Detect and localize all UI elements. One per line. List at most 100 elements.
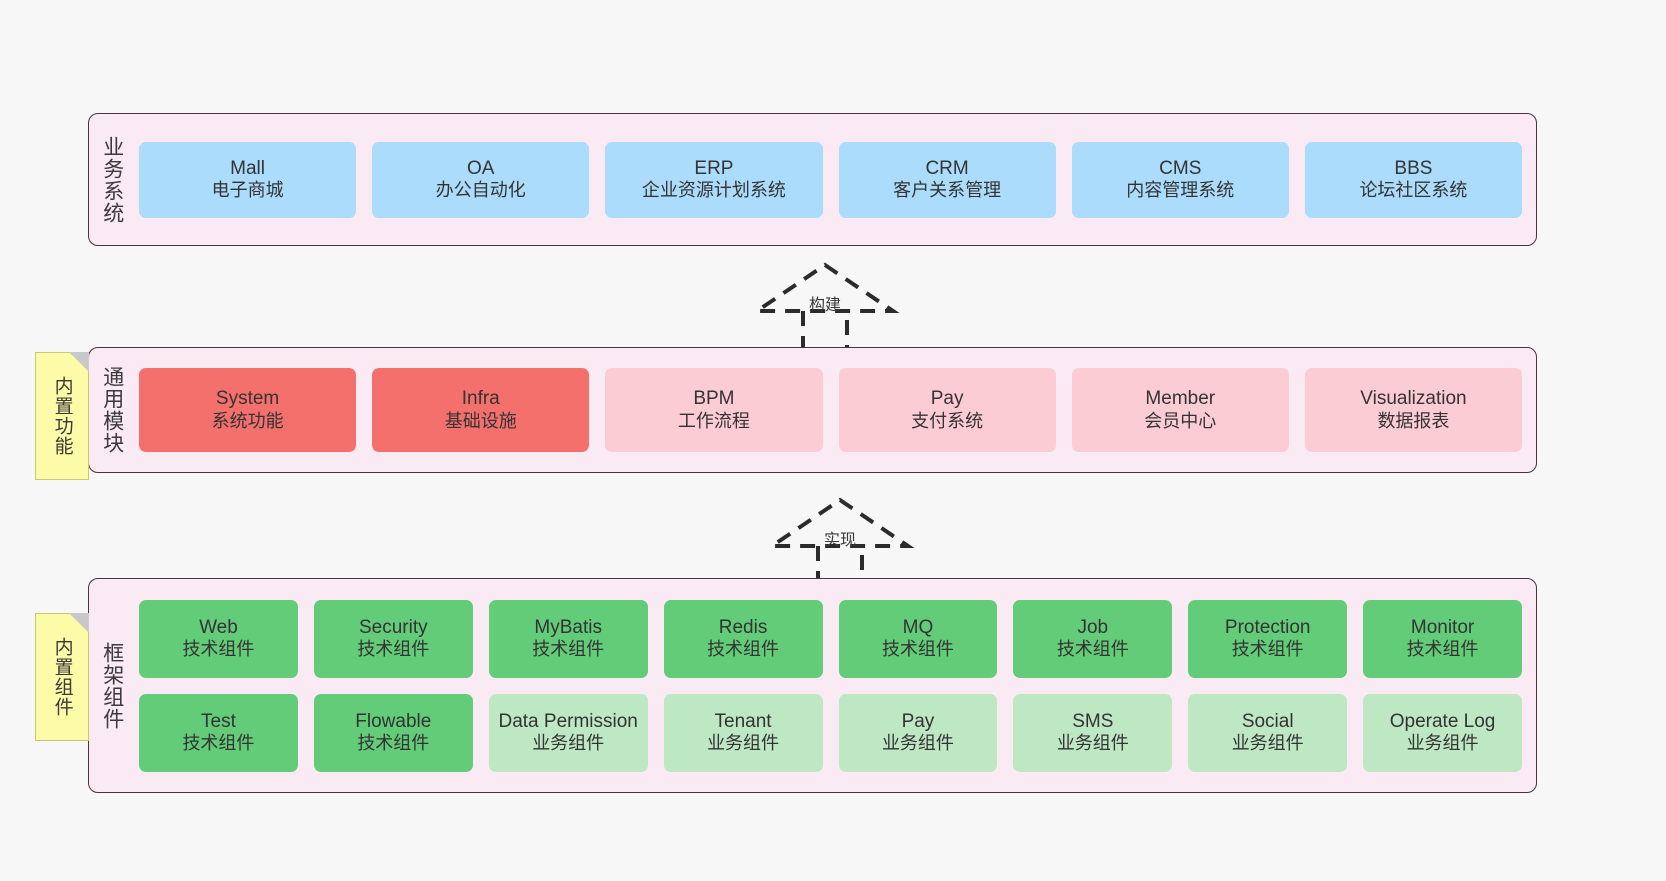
- framework-tech-row: Web 技术组件 Security 技术组件 MyBatis 技术组件 Redi…: [139, 599, 1522, 678]
- node-title: Tenant: [714, 710, 772, 732]
- node-subtitle: 技术组件: [182, 639, 255, 660]
- note-label: 内置功能: [51, 376, 73, 456]
- node-title: Pay: [901, 710, 935, 732]
- node-crm[interactable]: CRM 客户关系管理: [838, 141, 1056, 218]
- note-built-in-features: 内置功能: [35, 352, 89, 480]
- node-subtitle: 技术组件: [357, 733, 430, 754]
- node-mall[interactable]: Mall 电子商城: [139, 141, 357, 218]
- node-flowable[interactable]: Flowable 技术组件: [313, 693, 473, 772]
- node-oa[interactable]: OA 办公自动化: [372, 141, 590, 218]
- node-title: ERP: [694, 157, 734, 179]
- node-web[interactable]: Web 技术组件: [139, 599, 298, 678]
- node-title: Job: [1077, 616, 1109, 638]
- framework-biz-row: Test 技术组件 Flowable 技术组件 Data Permission …: [139, 693, 1522, 772]
- note-fold-corner-icon: [69, 613, 89, 633]
- node-subtitle: 支付系统: [911, 410, 984, 431]
- node-subtitle: 工作流程: [677, 410, 750, 431]
- node-title: Redis: [718, 616, 768, 638]
- layer-modules-title: 通用模块: [100, 366, 124, 454]
- node-subtitle: 技术组件: [1406, 639, 1479, 660]
- node-title: Member: [1145, 388, 1216, 410]
- node-title: SMS: [1072, 710, 1114, 732]
- node-title: MyBatis: [534, 616, 602, 638]
- node-title: Test: [201, 710, 236, 732]
- node-pay-component[interactable]: Pay 业务组件: [838, 693, 998, 772]
- layer-common-modules: 通用模块 System 系统功能 Infra 基础设施 BPM 工作流程 Pay…: [88, 347, 1537, 473]
- node-subtitle: 办公自动化: [435, 180, 526, 201]
- node-title: OA: [467, 157, 495, 179]
- node-title: Web: [199, 616, 238, 638]
- node-erp[interactable]: ERP 企业资源计划系统: [605, 141, 823, 218]
- node-title: Operate Log: [1389, 710, 1496, 732]
- node-title: CRM: [925, 157, 969, 179]
- note-label: 内置组件: [51, 637, 73, 717]
- layer-framework-body: Web 技术组件 Security 技术组件 MyBatis 技术组件 Redi…: [135, 579, 1536, 792]
- node-subtitle: 论坛社区系统: [1359, 180, 1468, 201]
- relation-build: 构建: [735, 253, 915, 353]
- node-visualization[interactable]: Visualization 数据报表: [1304, 368, 1523, 452]
- node-subtitle: 业务组件: [532, 733, 605, 754]
- node-title: BPM: [693, 388, 735, 410]
- node-title: Visualization: [1360, 388, 1467, 410]
- node-subtitle: 业务组件: [881, 733, 954, 754]
- relation-implement-label: 实现: [823, 532, 856, 549]
- node-mq[interactable]: MQ 技术组件: [838, 599, 998, 678]
- modules-row: System 系统功能 Infra 基础设施 BPM 工作流程 Pay 支付系统…: [139, 368, 1523, 452]
- note-fold-corner-icon: [69, 352, 89, 372]
- node-test[interactable]: Test 技术组件: [139, 693, 298, 772]
- node-bbs[interactable]: BBS 论坛社区系统: [1304, 141, 1523, 218]
- node-subtitle: 业务组件: [1231, 733, 1304, 754]
- node-pay-module[interactable]: Pay 支付系统: [838, 368, 1056, 452]
- node-subtitle: 数据报表: [1377, 410, 1450, 431]
- node-redis[interactable]: Redis 技术组件: [663, 599, 823, 678]
- layer-business-body: Mall 电子商城 OA 办公自动化 ERP 企业资源计划系统 CRM 客户关系…: [135, 114, 1536, 245]
- node-system[interactable]: System 系统功能: [139, 368, 357, 452]
- layer-business-title: 业务系统: [100, 135, 124, 224]
- node-subtitle: 基础设施: [444, 410, 517, 431]
- node-job[interactable]: Job 技术组件: [1013, 599, 1173, 678]
- node-monitor[interactable]: Monitor 技术组件: [1363, 599, 1522, 678]
- node-subtitle: 技术组件: [532, 639, 605, 660]
- node-sms[interactable]: SMS 业务组件: [1013, 693, 1173, 772]
- node-cms[interactable]: CMS 内容管理系统: [1071, 141, 1289, 218]
- node-bpm[interactable]: BPM 工作流程: [605, 368, 823, 452]
- node-subtitle: 会员中心: [1144, 410, 1217, 431]
- node-security[interactable]: Security 技术组件: [313, 599, 473, 678]
- node-title: Protection: [1224, 616, 1311, 638]
- node-subtitle: 技术组件: [1231, 639, 1304, 660]
- layer-framework-components: 框架组件 Web 技术组件 Security 技术组件 MyBatis 技术组件…: [88, 578, 1537, 793]
- node-protection[interactable]: Protection 技术组件: [1188, 599, 1348, 678]
- note-built-in-components: 内置组件: [35, 613, 89, 741]
- node-title: Infra: [461, 388, 500, 410]
- node-tenant[interactable]: Tenant 业务组件: [663, 693, 823, 772]
- node-subtitle: 内容管理系统: [1126, 180, 1235, 201]
- node-data-permission[interactable]: Data Permission 业务组件: [488, 693, 648, 772]
- node-subtitle: 电子商城: [211, 180, 284, 201]
- node-subtitle: 业务组件: [1056, 733, 1129, 754]
- node-operate-log[interactable]: Operate Log 业务组件: [1363, 693, 1522, 772]
- node-title: MQ: [902, 616, 934, 638]
- node-title: Data Permission: [498, 710, 638, 732]
- layer-framework-title: 框架组件: [100, 641, 124, 730]
- layer-modules-body: System 系统功能 Infra 基础设施 BPM 工作流程 Pay 支付系统…: [135, 348, 1536, 472]
- node-title: Security: [358, 616, 428, 638]
- business-row: Mall 电子商城 OA 办公自动化 ERP 企业资源计划系统 CRM 客户关系…: [139, 141, 1523, 218]
- node-mybatis[interactable]: MyBatis 技术组件: [488, 599, 648, 678]
- node-infra[interactable]: Infra 基础设施: [372, 368, 590, 452]
- node-title: Flowable: [355, 710, 432, 732]
- node-title: Monitor: [1410, 616, 1475, 638]
- node-subtitle: 业务组件: [1406, 733, 1479, 754]
- node-subtitle: 企业资源计划系统: [641, 180, 786, 201]
- node-subtitle: 业务组件: [707, 733, 780, 754]
- relation-implement: 实现: [750, 488, 930, 588]
- node-subtitle: 系统功能: [211, 410, 284, 431]
- node-social[interactable]: Social 业务组件: [1188, 693, 1348, 772]
- node-subtitle: 技术组件: [182, 733, 255, 754]
- node-title: Social: [1241, 710, 1294, 732]
- node-title: BBS: [1394, 157, 1433, 179]
- node-subtitle: 技术组件: [1056, 639, 1129, 660]
- node-member[interactable]: Member 会员中心: [1071, 368, 1289, 452]
- node-subtitle: 技术组件: [881, 639, 954, 660]
- node-subtitle: 技术组件: [357, 639, 430, 660]
- node-title: CMS: [1159, 157, 1202, 179]
